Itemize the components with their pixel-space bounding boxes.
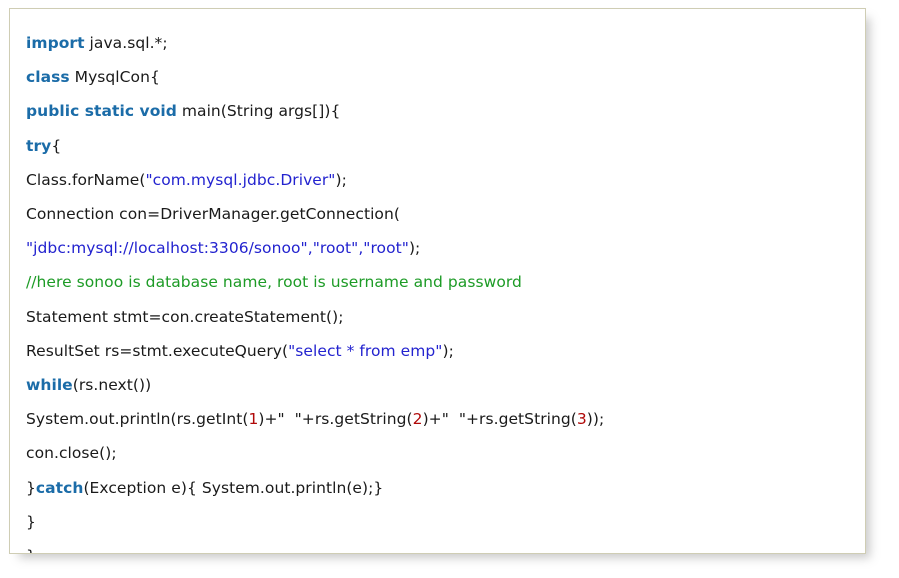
code-line: Connection con=DriverManager.getConnecti… <box>26 197 865 231</box>
code-token-pln: Connection con=DriverManager.getConnecti… <box>26 205 400 224</box>
code-line: import java.sql.*; <box>26 26 865 60</box>
code-line: } <box>26 539 865 553</box>
code-token-kw: class <box>26 68 70 87</box>
code-line: class MysqlCon{ <box>26 60 865 94</box>
code-line: //here sonoo is database name, root is u… <box>26 265 865 299</box>
code-line: public static void main(String args[]){ <box>26 94 865 128</box>
code-line: Statement stmt=con.createStatement(); <box>26 300 865 334</box>
code-token-num: 1 <box>248 410 259 429</box>
code-token-pln: )+" "+rs.getString( <box>258 410 413 429</box>
code-line: }catch(Exception e){ System.out.println(… <box>26 471 865 505</box>
code-token-pln: (rs.next()) <box>72 376 152 395</box>
code-token-pln: } <box>26 478 36 497</box>
code-line: System.out.println(rs.getInt(1)+" "+rs.g… <box>26 402 865 436</box>
code-token-pln: con.close(); <box>26 444 117 463</box>
code-token-pln: System.out.println(rs.getInt( <box>26 410 249 429</box>
code-token-cmt: //here sonoo is database name, root is u… <box>26 273 522 292</box>
code-token-num: 3 <box>576 410 587 429</box>
code-token-pln: Statement stmt=con.createStatement(); <box>26 307 344 326</box>
code-token-num: 2 <box>412 410 423 429</box>
code-token-pln: java.sql.*; <box>84 34 168 52</box>
code-token-pln: } <box>26 547 36 553</box>
code-line: "jdbc:mysql://localhost:3306/sonoo","roo… <box>26 231 865 265</box>
code-line: while(rs.next()) <box>26 368 865 402</box>
code-token-kw: try <box>26 136 52 155</box>
code-line: Class.forName("com.mysql.jdbc.Driver"); <box>26 163 865 197</box>
code-token-str: "com.mysql.jdbc.Driver" <box>145 170 336 189</box>
code-token-pln: ); <box>408 239 421 258</box>
code-token-pln: )); <box>586 410 605 429</box>
code-token-pln: main(String args[]){ <box>176 102 341 121</box>
code-token-pln: ResultSet rs=stmt.executeQuery( <box>26 341 289 360</box>
code-token-kw: import <box>26 34 85 52</box>
code-token-pln: (Exception e){ System.out.println(e);} <box>83 478 384 497</box>
code-line: ResultSet rs=stmt.executeQuery("select *… <box>26 334 865 368</box>
code-token-kw: while <box>26 376 73 395</box>
code-token-pln: } <box>26 512 36 531</box>
code-token-pln: )+" "+rs.getString( <box>422 410 577 429</box>
code-token-pln: ); <box>335 170 347 189</box>
code-token-str: "select * from emp" <box>288 341 443 360</box>
code-snippet-card: import java.sql.*;class MysqlCon{public … <box>9 8 866 554</box>
java-code-block[interactable]: import java.sql.*;class MysqlCon{public … <box>10 9 865 553</box>
code-line: } <box>26 505 865 539</box>
code-line: try{ <box>26 129 865 163</box>
code-token-pln: ); <box>442 341 454 360</box>
code-token-pln: MysqlCon{ <box>69 68 160 87</box>
code-token-pln: Class.forName( <box>26 170 146 189</box>
code-token-kw: catch <box>35 478 84 497</box>
code-token-pln: { <box>51 136 62 155</box>
code-token-str: "jdbc:mysql://localhost:3306/sonoo","roo… <box>26 239 409 258</box>
code-line: con.close(); <box>26 436 865 470</box>
code-token-kw: public static void <box>26 102 177 121</box>
